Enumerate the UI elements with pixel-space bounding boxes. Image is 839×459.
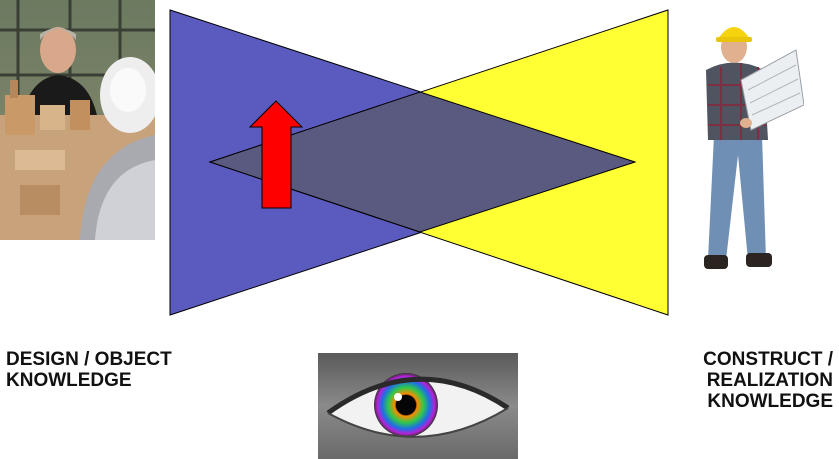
construct-knowledge-label: CONSTRUCT / REALIZATION KNOWLEDGE	[703, 349, 833, 412]
design-knowledge-label: DESIGN / OBJECT KNOWLEDGE	[6, 349, 172, 391]
